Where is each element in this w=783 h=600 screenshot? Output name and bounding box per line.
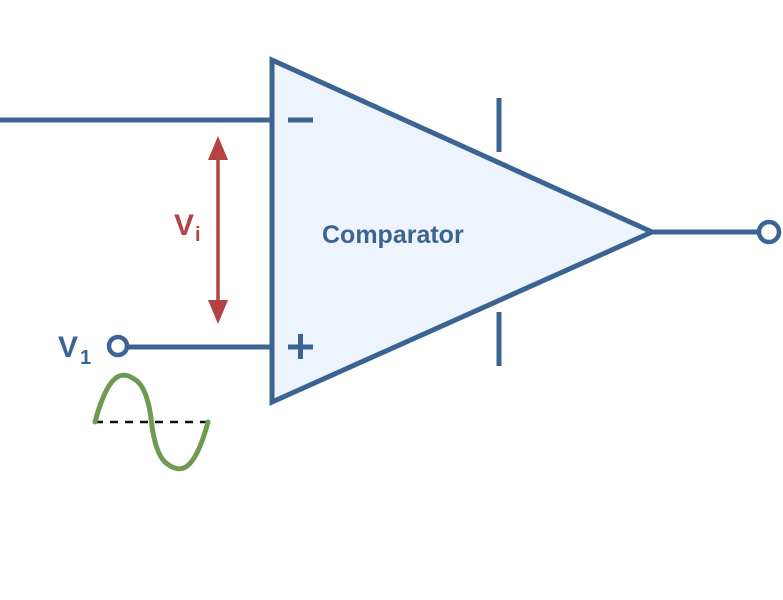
v1-label: V 1	[58, 331, 91, 369]
vi-label-main: V	[174, 209, 194, 242]
v1-label-main: V	[58, 331, 78, 364]
v1-label-subscript: 1	[80, 347, 91, 369]
vi-double-arrow-icon	[208, 136, 228, 324]
comparator-label: Comparator	[322, 221, 464, 249]
vi-label-subscript: i	[195, 224, 201, 246]
vi-label: V i	[174, 209, 201, 246]
comparator-body[interactable]	[269, 56, 659, 406]
plus-sign-icon	[288, 334, 313, 359]
terminal-output-circle[interactable]	[756, 219, 782, 245]
sine-waveform-icon	[92, 372, 211, 472]
terminal-v1-circle[interactable]	[106, 334, 130, 358]
